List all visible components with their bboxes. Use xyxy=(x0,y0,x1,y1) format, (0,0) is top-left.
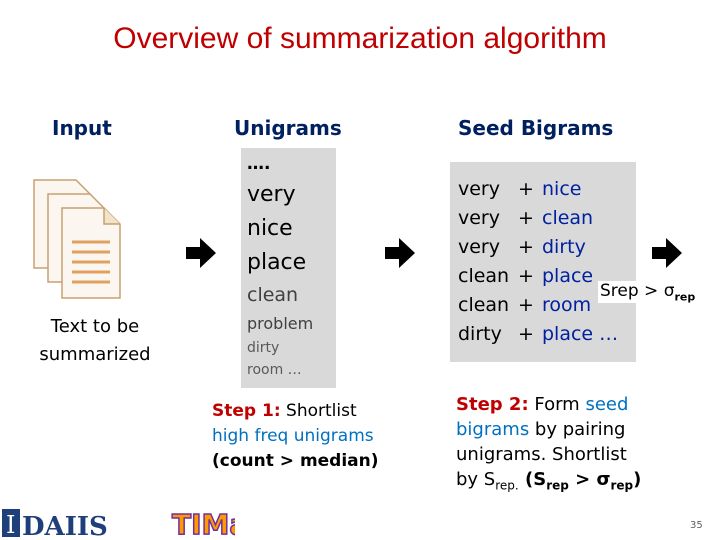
daiis-logo: I DAIIS xyxy=(2,509,108,540)
step-1-highlight: high freq unigrams xyxy=(212,426,374,446)
unigram-item: place xyxy=(247,250,307,275)
seed-bigram-list: very+nice very+clean very+dirty clean+pl… xyxy=(450,162,636,362)
input-label-line-1: Text to be xyxy=(50,316,140,337)
bigram-row: very+clean xyxy=(458,207,594,229)
bigram-row: very+nice xyxy=(458,178,582,200)
step-1-label: Step 1: xyxy=(212,401,281,421)
column-heading-unigrams: Unigrams xyxy=(234,116,342,140)
page-number: 35 xyxy=(690,520,703,531)
input-label: Text to be summarized xyxy=(20,313,170,369)
step-2-description: Step 2: Form seed bigrams by pairing uni… xyxy=(456,394,642,493)
column-heading-input: Input xyxy=(52,116,112,140)
arrow-right-icon xyxy=(385,238,415,268)
bigram-row: clean+place xyxy=(458,265,594,287)
unigram-item: nice xyxy=(247,216,293,241)
input-label-line-2: summarized xyxy=(39,344,151,365)
unigram-item: …. xyxy=(247,154,271,174)
column-heading-seed-bigrams: Seed Bigrams xyxy=(458,116,614,140)
bigram-row: clean+room xyxy=(458,294,592,316)
step-1-text: Shortlist xyxy=(280,401,357,421)
svg-text:I: I xyxy=(6,511,15,539)
step-1-description: Step 1: Shortlist high freq unigrams (co… xyxy=(212,399,412,474)
unigram-list: …. very nice place clean problem dirty r… xyxy=(241,148,336,388)
slide-title: Overview of summarization algorithm xyxy=(113,22,607,55)
documents-icon xyxy=(33,179,121,299)
arrow-right-icon xyxy=(652,238,682,268)
svg-text:TIMan: TIMan xyxy=(172,508,235,540)
arrow-right-icon xyxy=(186,238,216,268)
step-1-condition: (count > median) xyxy=(212,451,379,471)
srep-threshold-label: Srep > σrep xyxy=(598,281,698,304)
bigram-row: dirty+place … xyxy=(458,323,619,345)
step-2-label: Step 2: xyxy=(456,394,529,415)
timan-logo: TIMan xyxy=(171,507,235,540)
unigram-item: very xyxy=(247,182,296,207)
unigram-item: problem xyxy=(247,314,314,333)
bigram-row: very+dirty xyxy=(458,236,586,258)
unigram-item: clean xyxy=(247,284,299,306)
unigram-item: dirty xyxy=(247,340,280,356)
svg-text:DAIIS: DAIIS xyxy=(22,512,108,540)
unigram-item: room … xyxy=(247,362,302,378)
